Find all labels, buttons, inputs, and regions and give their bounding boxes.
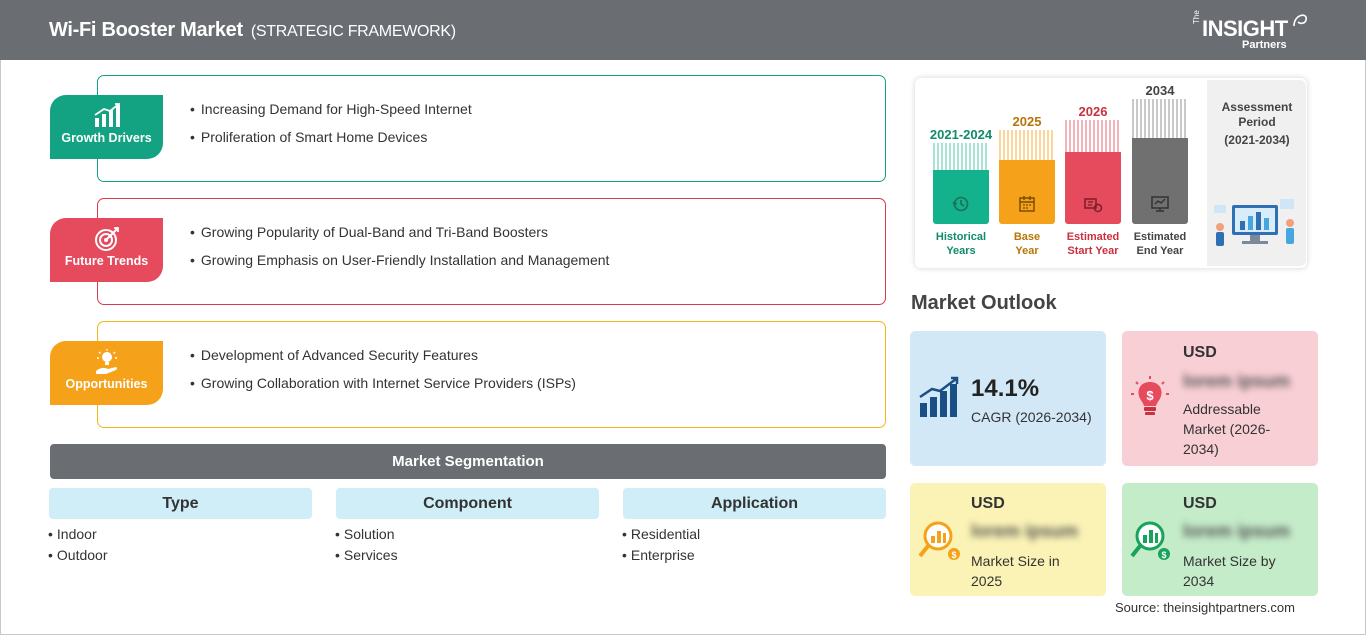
list-item: Development of Advanced Security Feature… [190,341,576,369]
dollar-bulb-icon: $ [1131,376,1169,415]
opportunities-box: Development of Advanced Security Feature… [97,321,886,428]
segment-header-application: Application [623,488,886,519]
timeline-bar [1132,138,1188,224]
timeline-bar-stripes [999,130,1055,160]
timeline-bar [999,160,1055,224]
list-item: Proliferation of Smart Home Devices [190,123,472,151]
list-item: Outdoor [48,545,108,566]
badge-label: Opportunities [65,377,148,391]
list-item: Solution [335,524,398,545]
lightbulb-hand-icon [95,349,117,374]
list-item: Enterprise [622,545,700,566]
timeline-year-label: 2025 [1012,114,1042,129]
size-2034-usd: USD [1183,495,1217,512]
growth-drivers-box: Increasing Demand for High-Speed Interne… [97,75,886,182]
size-2034-label: Market Size by 2034 [1183,553,1276,589]
assessment-title: Assessment Period [1221,100,1293,129]
analytics-illustration-icon [1214,199,1294,246]
growth-chart-icon [94,103,120,127]
list-item: Growing Collaboration with Internet Serv… [190,369,576,397]
growth-drivers-badge: Growth Drivers [50,95,163,159]
segment-header-type: Type [49,488,312,519]
cagr-label: CAGR (2026-2034) [971,409,1092,425]
header-bar: Wi-Fi Booster Market(STRATEGIC FRAMEWORK… [0,0,1366,60]
size-2034-value-blurred: lorem ipsum [1183,521,1291,541]
svg-text:$: $ [1161,550,1166,560]
list-item: Residential [622,524,700,545]
timeline-bar-stripes [1065,120,1121,152]
svg-text:$: $ [1146,388,1154,403]
timeline-year-label: 2034 [1145,83,1175,98]
list-item: Services [335,545,398,566]
addressable-value-blurred: lorem ipsum [1183,371,1291,391]
future-trends-box: Growing Popularity of Dual-Band and Tri-… [97,198,886,305]
logo-swoosh-icon [1293,14,1307,27]
market-outlook-title: Market Outlook [911,292,1057,314]
market-segmentation-title: Market Segmentation [50,444,886,479]
addressable-usd: USD [1183,344,1217,361]
page-subtitle: (STRATEGIC FRAMEWORK) [250,23,456,40]
list-item: Growing Popularity of Dual-Band and Tri-… [190,218,609,246]
growth-chart-icon [919,376,959,417]
timeline-bar [1065,152,1121,224]
timeline-year-label: 2021-2024 [929,127,993,142]
monitor-icon [1151,196,1169,212]
badge-label: Growth Drivers [61,131,152,145]
source-text: Source: theinsightpartners.com [1115,600,1295,615]
addressable-label: Addressable Market (2026-2034) [1183,401,1271,457]
badge-label: Future Trends [64,254,149,268]
money-magnifier-icon: $ [1130,521,1170,560]
insight-partners-logo: The INSIGHT Partners [1192,10,1312,54]
cagr-value: 14.1% [971,375,1040,402]
target-icon [94,227,119,251]
timeline-bar-stripes [1132,99,1188,138]
list-item: Indoor [48,524,108,545]
segment-header-component: Component [336,488,599,519]
list-item: Increasing Demand for High-Speed Interne… [190,95,472,123]
start-flag-icon [1084,198,1103,213]
growth-drivers-list: Increasing Demand for High-Speed Interne… [190,95,472,151]
size-2025-label: Market Size in 2025 [971,553,1060,589]
list-item: Growing Emphasis on User-Friendly Instal… [190,246,610,274]
timeline-bar-stripes [933,143,989,170]
calendar-icon [1019,196,1035,212]
page-title: Wi-Fi Booster Market(STRATEGIC FRAMEWORK… [49,19,456,41]
svg-text:$: $ [951,550,956,560]
money-magnifier-icon: $ [918,521,960,560]
segment-list-type: Indoor Outdoor [48,524,108,566]
timeline-year-label: 2026 [1078,104,1108,119]
future-trends-list: Growing Popularity of Dual-Band and Tri-… [190,218,610,274]
segment-list-component: Solution Services [335,524,398,566]
history-icon [952,196,969,212]
size-2025-value-blurred: lorem ipsum [971,521,1079,541]
size-2025-usd: USD [971,495,1005,512]
segment-list-application: Residential Enterprise [622,524,700,566]
assessment-period: (2021-2034) [1224,133,1290,147]
opportunities-list: Development of Advanced Security Feature… [190,341,576,397]
future-trends-badge: Future Trends [50,218,163,282]
timeline-bar [933,170,989,224]
opportunities-badge: Opportunities [50,341,163,405]
